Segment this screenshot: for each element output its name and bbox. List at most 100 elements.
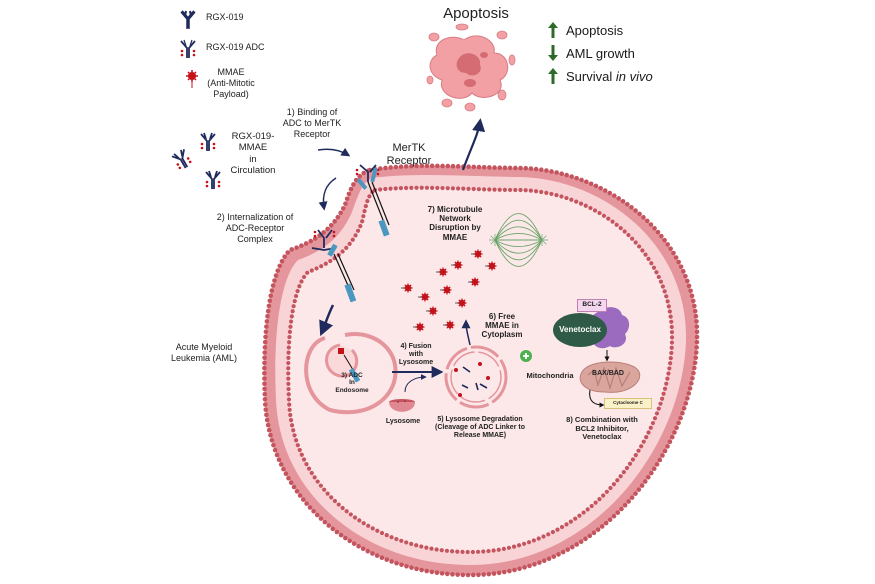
phospholipid-head	[297, 447, 302, 453]
phospholipid-head	[262, 345, 268, 350]
phospholipid-head	[269, 437, 275, 443]
phospholipid-head	[265, 422, 271, 428]
phospholipid-head	[546, 556, 552, 562]
phospholipid-head	[694, 334, 700, 340]
phospholipid-head	[633, 240, 638, 245]
phospholipid-head	[666, 304, 671, 309]
phospholipid-head	[361, 214, 366, 219]
phospholipid-head	[662, 237, 667, 243]
phospholipid-head	[268, 293, 274, 298]
phospholipid-head	[476, 572, 481, 578]
phospholipid-head	[303, 241, 309, 246]
phospholipid-head	[492, 165, 497, 170]
phospholipid-head	[669, 350, 674, 356]
phospholipid-head	[694, 339, 700, 345]
phospholipid-head	[294, 438, 299, 443]
phospholipid-head	[669, 319, 674, 324]
phospholipid-head	[496, 547, 501, 552]
phospholipid-head	[340, 206, 346, 211]
phospholipid-head	[264, 412, 269, 418]
phospholipid-head	[507, 187, 513, 193]
mertk-receptor-label: MerTK Receptor	[386, 142, 432, 168]
phospholipid-head	[694, 324, 700, 329]
phospholipid-head	[262, 339, 268, 345]
phospholipid-head	[678, 264, 684, 269]
cell-cytoplasm	[288, 187, 673, 552]
bcl2-badge: BCL-2	[577, 299, 607, 312]
phospholipid-head	[476, 187, 482, 192]
phospholipid-head	[399, 562, 404, 568]
phospholipid-head	[294, 245, 299, 250]
phospholipid-head	[347, 241, 352, 246]
phospholipid-head	[268, 432, 273, 438]
phospholipid-head	[482, 187, 487, 192]
phospholipid-head	[569, 197, 574, 202]
phospholipid-head	[681, 406, 687, 411]
arrow-to-endosome	[319, 304, 335, 337]
phospholipid-head	[559, 171, 564, 177]
phospholipid-head	[288, 412, 293, 418]
step2-label: 2) Internalization of ADC-Receptor Compl…	[216, 212, 294, 244]
phospholipid-head	[450, 572, 455, 577]
phospholipid-head	[667, 366, 672, 371]
phospholipid-head	[574, 175, 579, 181]
phospholipid-head	[626, 232, 631, 238]
phospholipid-head	[668, 314, 673, 319]
phospholipid-head	[630, 236, 635, 241]
mertk-receptor-bound-adc	[355, 164, 390, 237]
phospholipid-head	[687, 386, 693, 391]
phospholipid-head	[565, 547, 571, 552]
legend-label: RGX-019 ADC	[206, 42, 265, 52]
phospholipid-head	[352, 515, 358, 520]
phospholipid-head	[450, 163, 456, 169]
phospholipid-head	[456, 186, 461, 191]
phospholipid-head	[344, 245, 349, 250]
phospholipid-head	[334, 529, 340, 535]
phospholipid-head	[669, 330, 675, 335]
phospholipid-head	[588, 205, 593, 211]
phospholipid-head	[512, 567, 517, 573]
mmae-molecule-icon	[440, 285, 452, 295]
cell-label: Acute Myeloid Leukemia (AML)	[170, 342, 238, 363]
phospholipid-head	[398, 186, 404, 191]
lysosome-icon	[389, 399, 415, 412]
phospholipid-head	[537, 560, 542, 565]
aml-cell	[262, 163, 700, 578]
phospholipid-head	[622, 502, 628, 508]
phospholipid-head	[662, 386, 668, 391]
adc-antibody-icon	[180, 39, 196, 58]
phospholipid-head	[379, 555, 385, 561]
phospholipid-head	[267, 298, 273, 304]
phospholipid-head	[689, 381, 694, 386]
phospholipid-head	[618, 474, 623, 479]
phospholipid-head	[618, 225, 623, 231]
phospholipid-head	[639, 483, 645, 488]
phospholipid-head	[690, 375, 695, 381]
phospholipid-head	[661, 391, 666, 396]
phospholipid-head	[615, 510, 621, 515]
phospholipid-head	[583, 536, 588, 542]
phospholipid-head	[601, 493, 606, 498]
phospholipid-head	[393, 164, 399, 170]
phospholipid-head	[665, 444, 670, 449]
phospholipid-head	[289, 314, 294, 319]
apoptotic-cell-icon	[426, 23, 516, 112]
phospholipid-head	[312, 236, 318, 241]
phospholipid-head	[559, 194, 564, 199]
phospholipid-head	[444, 548, 450, 553]
bax-bad-label: BAX/BAD	[592, 370, 624, 377]
phospholipid-head	[299, 452, 304, 457]
phospholipid-head	[344, 509, 349, 514]
phospholipid-head	[564, 522, 569, 527]
phospholipid-head	[286, 392, 291, 397]
phospholipid-head	[365, 548, 371, 554]
arrow-up-icon	[548, 22, 558, 38]
cytochrome-c-badge: Cytaclsome C	[604, 398, 652, 409]
phospholipid-head	[668, 246, 673, 251]
phospholipid-head	[536, 536, 541, 541]
phospholipid-head	[642, 479, 648, 484]
phospholipid-head	[611, 193, 617, 198]
phospholipid-head	[654, 270, 659, 275]
apoptosis-title: Apoptosis	[443, 5, 509, 22]
phospholipid-head	[470, 572, 476, 578]
